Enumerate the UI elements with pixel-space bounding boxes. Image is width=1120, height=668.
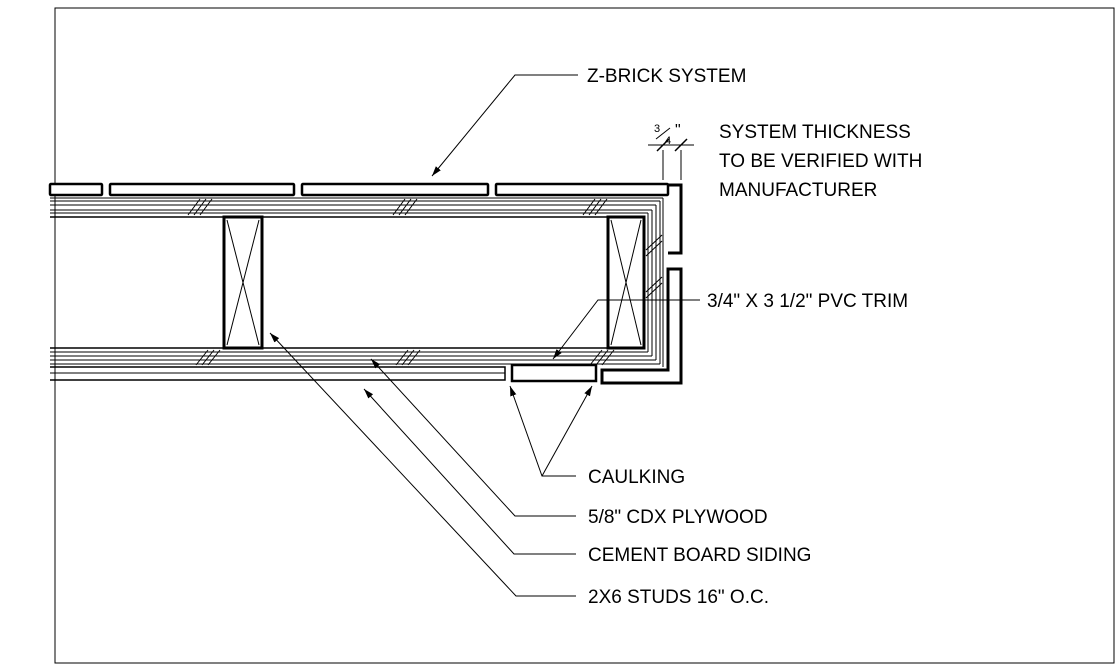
brick-unit [494,182,670,197]
leader-caulking-1 [509,385,576,477]
sheathing-hatch [187,198,663,366]
drawing-border [54,7,1115,664]
leader-caulking-2 [541,385,593,477]
leader-plywood [370,358,576,517]
brick-unit [108,182,296,197]
label-cement-board: CEMENT BOARD SIDING [588,545,811,566]
dim-denominator: 4 [665,135,671,147]
pvc-trim [510,363,598,383]
leader-studs [269,332,576,597]
top-sheathing [50,197,663,218]
brick-unit [300,182,490,197]
label-thickness-1: SYSTEM THICKNESS [719,122,911,143]
label-caulking: CAULKING [588,467,685,488]
label-thickness-2: TO BE VERIFIED WITH [719,151,922,172]
label-pvc-trim: 3/4" X 3 1/2" PVC TRIM [707,291,908,312]
leader-z-brick [431,74,578,177]
thickness-dimension: 3 4 " [648,122,694,180]
label-plywood: 5/8" CDX PLYWOOD [588,507,768,528]
dim-unit: " [675,122,681,139]
corner-layers [643,198,664,367]
brick-unit [48,182,104,197]
dim-numerator: 3 [654,123,660,135]
leaders [269,74,700,597]
stud-right [606,215,646,350]
cement-board-siding [50,366,506,381]
leader-pvc-trim [552,299,700,360]
leader-cement-board [363,388,576,555]
label-z-brick: Z-BRICK SYSTEM [587,66,746,87]
label-studs: 2X6 STUDS 16" O.C. [588,587,769,608]
label-thickness-3: MANUFACTURER [719,180,877,201]
bottom-sheathing [50,347,660,365]
z-brick-units [48,182,670,197]
stud-left [222,215,264,350]
z-brick-corner [600,183,683,385]
